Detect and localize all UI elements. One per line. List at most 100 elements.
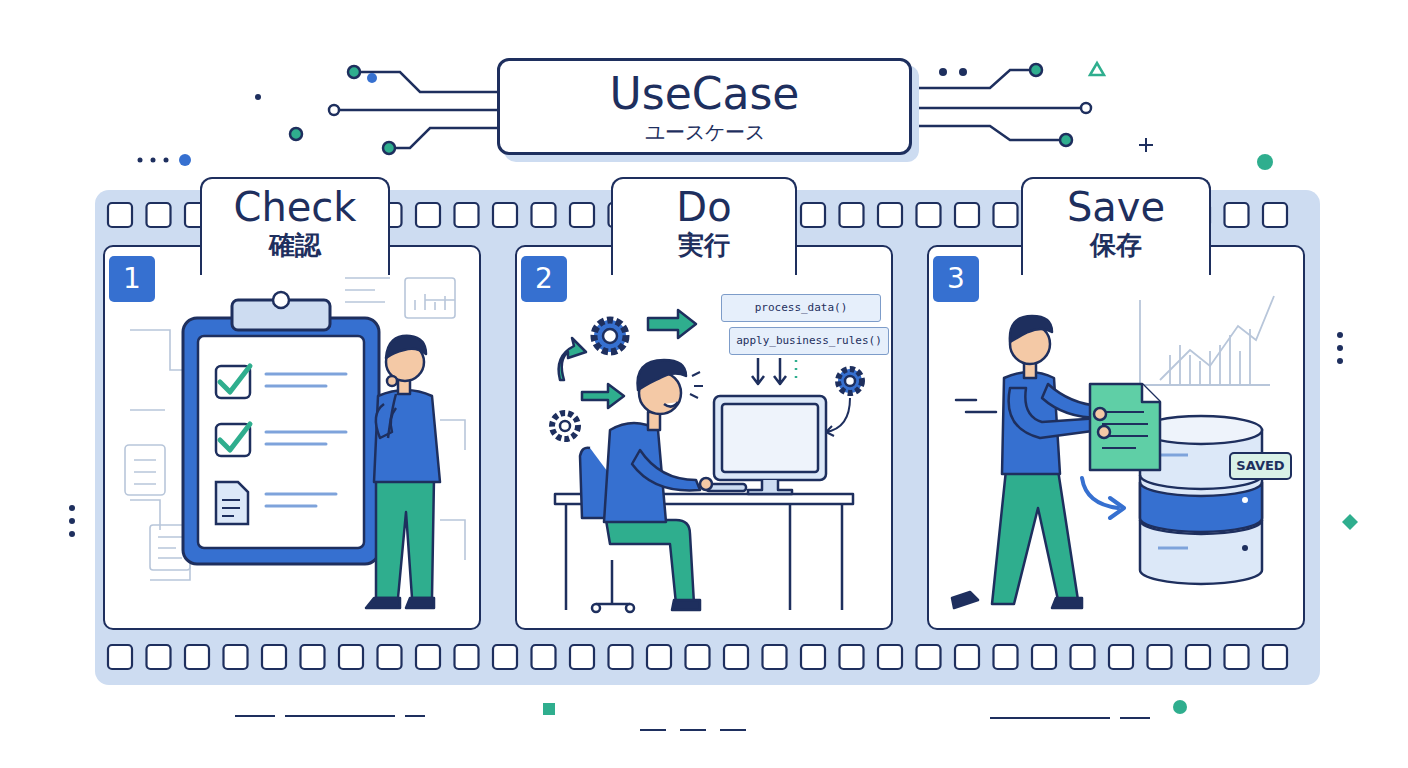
clipboard-part bbox=[220, 424, 250, 450]
thinking-person-part bbox=[387, 376, 397, 386]
decor-dots-part bbox=[1342, 514, 1358, 530]
sprocket-holes-part bbox=[1186, 645, 1210, 669]
desk-computer-part bbox=[555, 494, 853, 504]
panel-tab: Do実行 bbox=[611, 177, 797, 275]
sprocket-holes-part bbox=[570, 645, 594, 669]
sprocket-holes-part bbox=[1148, 645, 1172, 669]
working-person-part bbox=[672, 600, 700, 610]
sprocket-holes-part bbox=[917, 645, 941, 669]
chart-lines-part bbox=[1140, 300, 1270, 385]
working-person-part bbox=[580, 448, 642, 518]
decor-dots-part bbox=[1257, 154, 1273, 170]
save-arrow-part bbox=[1110, 498, 1124, 518]
sprocket-holes-part bbox=[801, 203, 825, 227]
thinking-person-part bbox=[376, 404, 396, 438]
clipboard-part bbox=[198, 336, 364, 548]
chart-lines-part bbox=[1160, 296, 1274, 380]
circuit-dots-part bbox=[383, 142, 395, 154]
sprocket-holes-part bbox=[763, 645, 787, 669]
node-label: 2 bbox=[535, 264, 553, 295]
gears-part bbox=[603, 329, 617, 343]
node-label: 1 bbox=[123, 264, 141, 295]
working-person-part bbox=[632, 450, 700, 490]
chart-lines-part bbox=[1170, 329, 1250, 385]
node-sublabel: 確認 bbox=[269, 231, 321, 260]
sprocket-holes-part bbox=[455, 645, 479, 669]
decor-dots-part bbox=[1139, 138, 1153, 152]
save-arrow-part bbox=[956, 400, 996, 412]
title-box: UseCaseユースケース bbox=[497, 58, 912, 155]
sprocket-holes-part bbox=[878, 203, 902, 227]
node-sublabel: ユースケース bbox=[645, 121, 765, 143]
faint-circuits-part bbox=[134, 460, 156, 484]
gears bbox=[552, 320, 862, 439]
decor-dots-part bbox=[164, 158, 169, 163]
sprocket-holes-part bbox=[147, 645, 171, 669]
node-label: Check bbox=[233, 185, 356, 229]
decor-dots bbox=[69, 63, 1358, 730]
faint-circuits-part bbox=[150, 525, 190, 570]
thinking-person-part bbox=[366, 598, 434, 608]
sprocket-holes-part bbox=[1071, 645, 1095, 669]
faint-circuits bbox=[125, 278, 465, 580]
sprocket-holes-part bbox=[917, 203, 941, 227]
sprocket-holes-part bbox=[994, 203, 1018, 227]
flow-arrows-part bbox=[690, 372, 703, 398]
sprocket-holes-part bbox=[185, 645, 209, 669]
circuit-dots-part bbox=[939, 68, 947, 76]
sprocket-holes-part bbox=[994, 645, 1018, 669]
working-person-part bbox=[639, 372, 681, 414]
circuit-dots-part bbox=[1081, 103, 1091, 113]
working-person bbox=[580, 360, 712, 612]
circuit-dots-part bbox=[329, 105, 339, 115]
panel-tab: Check確認 bbox=[200, 177, 390, 275]
desk-computer-part bbox=[566, 504, 842, 610]
thinking-person-part bbox=[398, 378, 410, 394]
code-label: apply_business_rules() bbox=[729, 327, 889, 355]
working-person-part bbox=[604, 423, 666, 522]
sprocket-holes-part bbox=[224, 645, 248, 669]
sprocket-holes-part bbox=[1109, 645, 1133, 669]
gears-part bbox=[838, 369, 862, 393]
working-person-part bbox=[596, 560, 630, 604]
desk-computer-part bbox=[722, 404, 818, 472]
decor-dots-part bbox=[69, 531, 75, 537]
carrying-person-part bbox=[952, 592, 1082, 608]
clipboard-part bbox=[183, 318, 379, 564]
sprocket-holes-part bbox=[724, 645, 748, 669]
step-panel: 3SAVEDSave保存 bbox=[927, 245, 1305, 630]
decor-dots-part bbox=[640, 729, 746, 731]
working-person-part bbox=[664, 402, 678, 407]
carrying-person-part bbox=[1009, 388, 1100, 438]
circuit-dots-part bbox=[367, 73, 377, 83]
clipboard-part bbox=[273, 292, 289, 308]
flow-arrows-part bbox=[795, 360, 798, 378]
step-panel: 1Check確認 bbox=[103, 245, 481, 630]
sprocket-holes-part bbox=[955, 645, 979, 669]
sprocket-holes-part bbox=[1032, 645, 1056, 669]
clipboard-part bbox=[266, 374, 346, 506]
node-label: SAVED bbox=[1236, 459, 1284, 473]
faint-circuits-part bbox=[405, 278, 455, 318]
document-part bbox=[1090, 384, 1160, 470]
sprocket-holes-part bbox=[955, 203, 979, 227]
working-person-part bbox=[648, 412, 660, 430]
clipboard-part bbox=[216, 366, 250, 398]
circuit-dots bbox=[290, 64, 1091, 154]
clipboard-part bbox=[220, 366, 250, 392]
decor-dots-part bbox=[543, 703, 555, 715]
decor-dots-part bbox=[151, 158, 156, 163]
sprocket-holes-part bbox=[416, 203, 440, 227]
database bbox=[1140, 416, 1262, 584]
circuit-dots-part bbox=[1060, 134, 1072, 146]
sprocket-holes-part bbox=[878, 645, 902, 669]
decor-dots-part bbox=[1337, 332, 1343, 338]
panel-tab: Save保存 bbox=[1021, 177, 1211, 275]
faint-circuits-part bbox=[158, 537, 182, 558]
flow-arrows-part bbox=[648, 310, 696, 338]
sprocket-holes-part bbox=[493, 645, 517, 669]
sprocket-holes-part bbox=[1225, 203, 1249, 227]
circuit-lines-part bbox=[912, 107, 1080, 110]
node-label: Save bbox=[1067, 185, 1165, 229]
decor-dots-part bbox=[1173, 700, 1187, 714]
